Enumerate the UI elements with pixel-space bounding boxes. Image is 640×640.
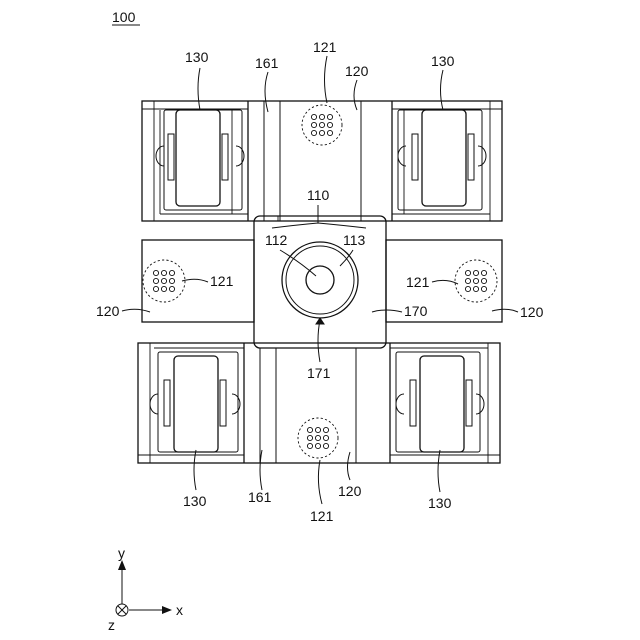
- port-ring-113: [286, 246, 354, 314]
- bottom-row-outline: [138, 343, 500, 463]
- clamp-right: [466, 380, 472, 426]
- battery-cell: [420, 356, 464, 452]
- leader-120-right: [492, 309, 518, 312]
- figure-ref: 100: [112, 9, 136, 25]
- leader-121-right: [432, 280, 458, 284]
- contact-region-121-right: [455, 260, 497, 302]
- module-130-bottom-left: [150, 348, 244, 452]
- contact-region-121-bottom: [298, 418, 338, 458]
- label-121-bottom: 121: [310, 508, 334, 524]
- clamp-right: [222, 134, 228, 180]
- contact-dots-right: [465, 270, 486, 291]
- clamp-left: [164, 380, 170, 426]
- label-120-right: 120: [520, 304, 544, 320]
- battery-cell: [176, 110, 220, 206]
- module-130-top-right: [392, 110, 490, 214]
- leader-171: [318, 320, 320, 362]
- leader-130-tl: [198, 68, 200, 110]
- label-170: 170: [404, 303, 428, 319]
- arrow-171: [316, 318, 324, 324]
- label-121-right: 121: [406, 274, 430, 290]
- bump-right: [232, 394, 240, 414]
- leader-121-top: [325, 56, 328, 103]
- y-axis-arrow: [118, 560, 126, 570]
- contact-dots-left: [153, 270, 174, 291]
- coordinate-axes: y x z: [108, 545, 183, 633]
- bump-right: [236, 146, 244, 166]
- battery-cell: [422, 110, 466, 206]
- label-120-top: 120: [345, 63, 369, 79]
- clamp-right: [468, 134, 474, 180]
- x-axis-arrow: [162, 606, 172, 614]
- z-axis-label: z: [108, 617, 115, 633]
- leader-120-bottom: [348, 452, 351, 480]
- bump-left: [398, 146, 406, 166]
- leader-130-tr: [441, 70, 444, 110]
- module-130-top-left: [156, 110, 248, 214]
- leader-130-bl: [194, 450, 196, 490]
- module-frame: [398, 110, 482, 210]
- brace-110: [272, 223, 366, 228]
- battery-cell: [174, 356, 218, 452]
- label-171: 171: [307, 365, 331, 381]
- middle-row: [142, 216, 502, 348]
- leader-170: [372, 310, 402, 312]
- label-121-top: 121: [313, 39, 337, 55]
- bottom-row: [138, 343, 500, 463]
- clamp-left: [410, 380, 416, 426]
- top-row-outline: [142, 101, 502, 221]
- y-axis-label: y: [118, 545, 125, 561]
- contact-region-121-left: [143, 260, 185, 302]
- contact-region-121-top: [302, 105, 342, 145]
- leader-161-top: [265, 72, 268, 112]
- leader-120-left: [122, 309, 150, 312]
- leader-130-br: [438, 450, 440, 492]
- label-112: 112: [265, 232, 288, 248]
- contact-dots-bottom: [307, 427, 328, 448]
- leader-121-bottom: [318, 460, 322, 504]
- x-axis-label: x: [176, 602, 183, 618]
- label-121-left: 121: [210, 273, 234, 289]
- module-130-bottom-right: [390, 348, 488, 452]
- contact-dots-top: [311, 114, 332, 135]
- bump-left: [396, 394, 404, 414]
- label-130-top-left: 130: [185, 49, 209, 65]
- bump-left: [150, 394, 158, 414]
- top-row: [142, 101, 502, 221]
- label-120-bottom: 120: [338, 483, 362, 499]
- label-161-bottom: 161: [248, 489, 272, 505]
- label-113: 113: [343, 232, 366, 248]
- leader-121-left: [182, 279, 208, 282]
- label-161-top: 161: [255, 55, 279, 71]
- clamp-right: [220, 380, 226, 426]
- port-core-112: [306, 266, 334, 294]
- label-130-bottom-right: 130: [428, 495, 452, 511]
- label-120-left: 120: [96, 303, 120, 319]
- label-110: 110: [307, 187, 330, 203]
- label-130-top-right: 130: [431, 53, 455, 69]
- leader-120-top: [354, 80, 357, 110]
- clamp-left: [412, 134, 418, 180]
- label-130-bottom-left: 130: [183, 493, 207, 509]
- module-frame: [396, 352, 480, 452]
- clamp-left: [168, 134, 174, 180]
- port-outer-ring: [282, 242, 358, 318]
